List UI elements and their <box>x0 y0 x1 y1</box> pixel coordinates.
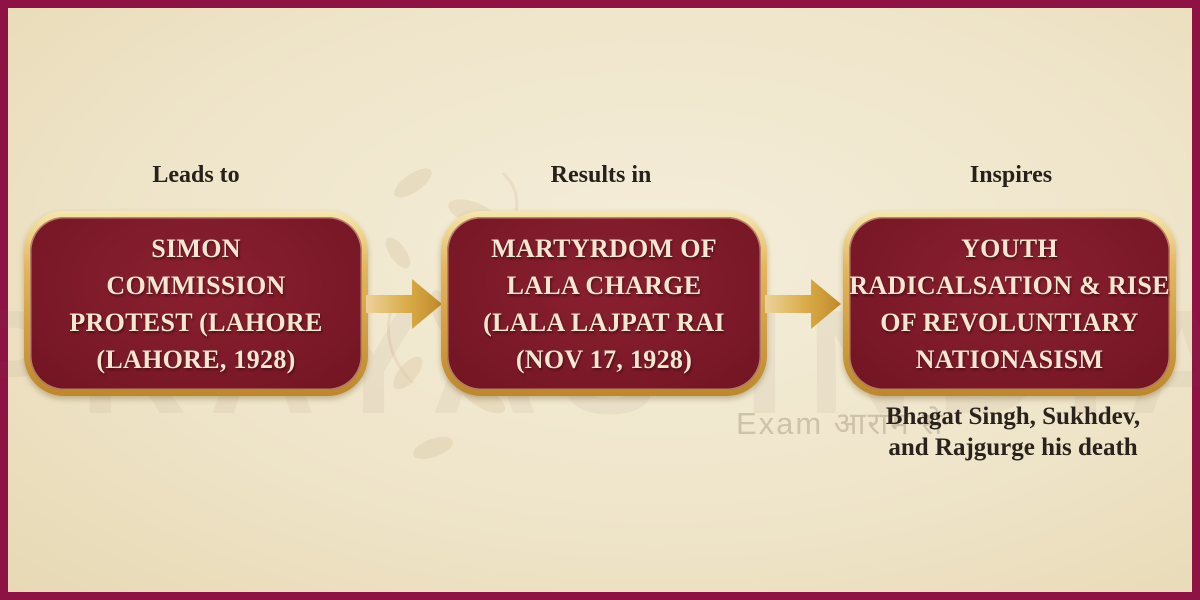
flow-box-martyrdom: MARTYRDOM OF LALA CHARGE (LALA LAJPAT RA… <box>441 211 767 396</box>
flow-box-martyrdom-body: MARTYRDOM OF LALA CHARGE (LALA LAJPAT RA… <box>447 217 761 390</box>
caption-line: and Rajgurge his death <box>888 434 1138 461</box>
flow-box-simon-commission: SIMON COMMISSION PROTEST (LAHORE (LAHORE… <box>24 211 368 396</box>
box-text-line: (NOV 17, 1928) <box>515 344 693 374</box>
box-text-line: SIMON <box>151 233 241 263</box>
box-text-line: COMMISSION <box>106 270 286 300</box>
flow-box-simon-commission-body: SIMON COMMISSION PROTEST (LAHORE (LAHORE… <box>30 217 362 390</box>
box-text-line: RADICALSATION & RISE <box>849 270 1170 300</box>
relation-label-leads-to: Leads to <box>152 162 240 188</box>
box-text-line: MARTYRDOM OF <box>491 233 717 263</box>
box-text-line: (LALA LAJPAT RAI <box>483 307 725 337</box>
flow-box-youth-radicalisation: YOUTH RADICALSATION & RISE OF REVOLUNTIA… <box>843 211 1176 396</box>
flow-box-youth-radicalisation-body: YOUTH RADICALSATION & RISE OF REVOLUNTIA… <box>849 217 1170 390</box>
flow-arrow-icon <box>765 279 841 329</box>
box-text-line: YOUTH <box>961 233 1058 263</box>
relation-label-inspires: Inspires <box>969 162 1053 188</box>
relation-label-results-in: Results in <box>550 162 652 188</box>
flow-arrow-icon <box>366 279 442 329</box>
box-text-line: PROTEST (LAHORE <box>69 307 323 337</box>
box-text-line: LALA CHARGE <box>506 270 702 300</box>
caption-line: Bhagat Singh, Sukhdev, <box>885 403 1141 430</box>
box-text-line: NATIONASISM <box>915 344 1104 374</box>
box-text-line: OF REVOLUNTIARY <box>880 307 1139 337</box>
box-text-line: (LAHORE, 1928) <box>96 344 296 374</box>
caption-revolutionaries: Bhagat Singh, Sukhdev, and Rajgurge his … <box>851 401 1175 463</box>
